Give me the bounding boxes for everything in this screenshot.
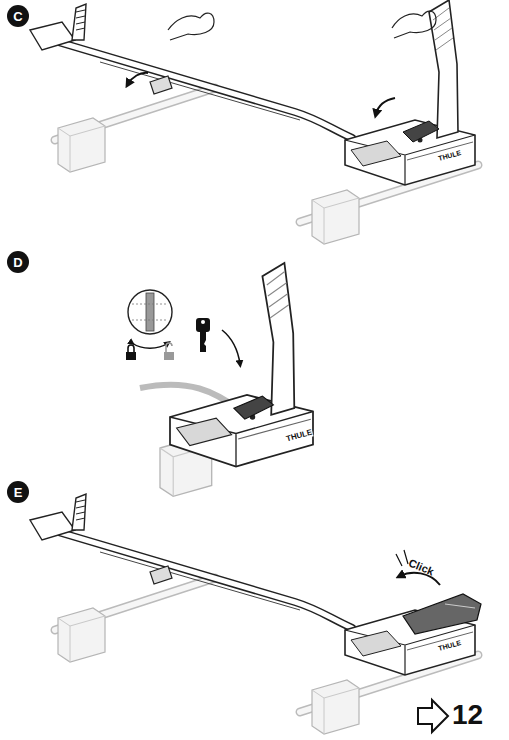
click-text: Click <box>407 557 436 577</box>
step-badge: C <box>7 5 29 27</box>
step-letter: D <box>13 256 22 269</box>
step-letter: C <box>13 10 22 23</box>
step-letter: E <box>14 486 23 499</box>
step-badge: D <box>7 251 29 273</box>
page-number: 12 <box>452 701 483 729</box>
step-badge: E <box>7 481 29 503</box>
